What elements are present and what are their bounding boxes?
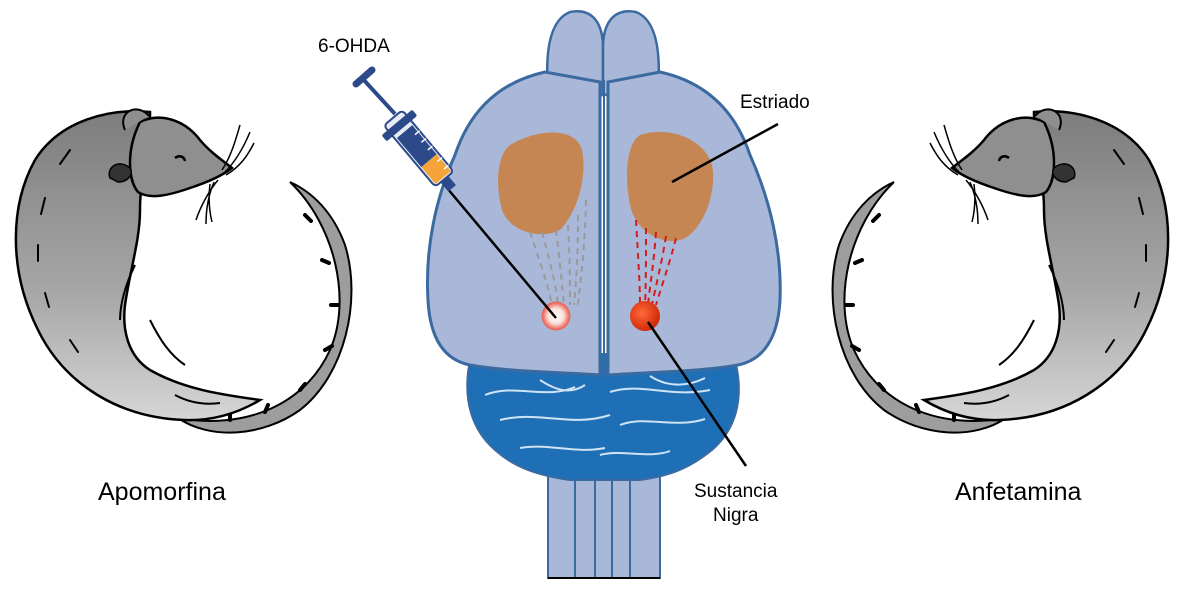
label-sustancia-line2: Nigra	[694, 504, 777, 528]
rat-apomorphine-icon	[16, 109, 352, 432]
rat-amphetamine-icon	[833, 109, 1169, 432]
label-anfetamina: Anfetamina	[955, 478, 1081, 507]
label-6-ohda: 6-OHDA	[318, 36, 390, 58]
substantia-nigra-intact	[630, 301, 660, 331]
label-estriado: Estriado	[740, 92, 810, 114]
label-sustancia-nigra: Sustancia Nigra	[694, 480, 777, 528]
label-sustancia-line1: Sustancia	[694, 480, 777, 504]
label-apomorfina: Apomorfina	[98, 478, 226, 507]
